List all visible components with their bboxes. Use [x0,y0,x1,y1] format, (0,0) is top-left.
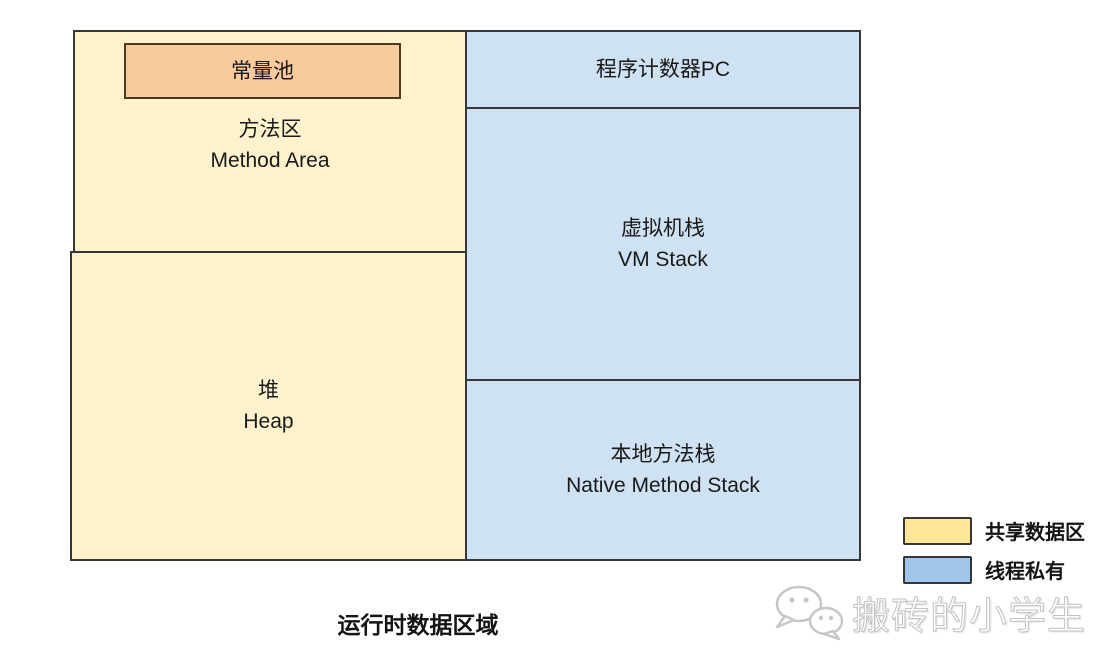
heap-label-en: Heap [243,410,294,433]
watermark: 搬砖的小学生 [773,583,1086,641]
program-counter-box: 程序计数器PC [465,30,861,109]
legend-item-private: 线程私有 [903,555,1065,584]
method-area-label-en: Method Area [210,149,330,172]
method-area-label-zh: 方法区 [238,118,302,141]
constant-pool-label: 常量池 [231,59,294,83]
native-method-stack-label-zh: 本地方法栈 [610,443,716,466]
method-area-box: 常量池 方法区 Method Area [73,30,467,253]
constant-pool-box: 常量池 [124,43,401,99]
method-area-label: 方法区 Method Area [75,114,465,176]
legend-label-shared: 共享数据区 [985,522,1085,544]
legend-item-shared: 共享数据区 [903,516,1085,545]
heap-box: 堆 Heap [70,251,467,561]
vm-stack-box: 虚拟机栈 VM Stack [465,107,861,381]
vm-stack-label-en: VM Stack [618,248,708,271]
watermark-text: 搬砖的小学生 [851,595,1087,638]
native-method-stack-box: 本地方法栈 Native Method Stack [465,379,861,561]
vm-stack-label-zh: 虚拟机栈 [621,217,705,240]
wechat-icon [775,585,844,641]
legend-label-private: 线程私有 [985,561,1065,583]
native-method-stack-label-en: Native Method Stack [566,474,760,497]
legend-swatch-private [903,555,972,584]
heap-label-zh: 堆 [258,379,279,402]
legend-swatch-shared [903,516,972,545]
program-counter-label: 程序计数器PC [595,58,731,81]
diagram-caption: 运行时数据区域 [337,612,499,638]
